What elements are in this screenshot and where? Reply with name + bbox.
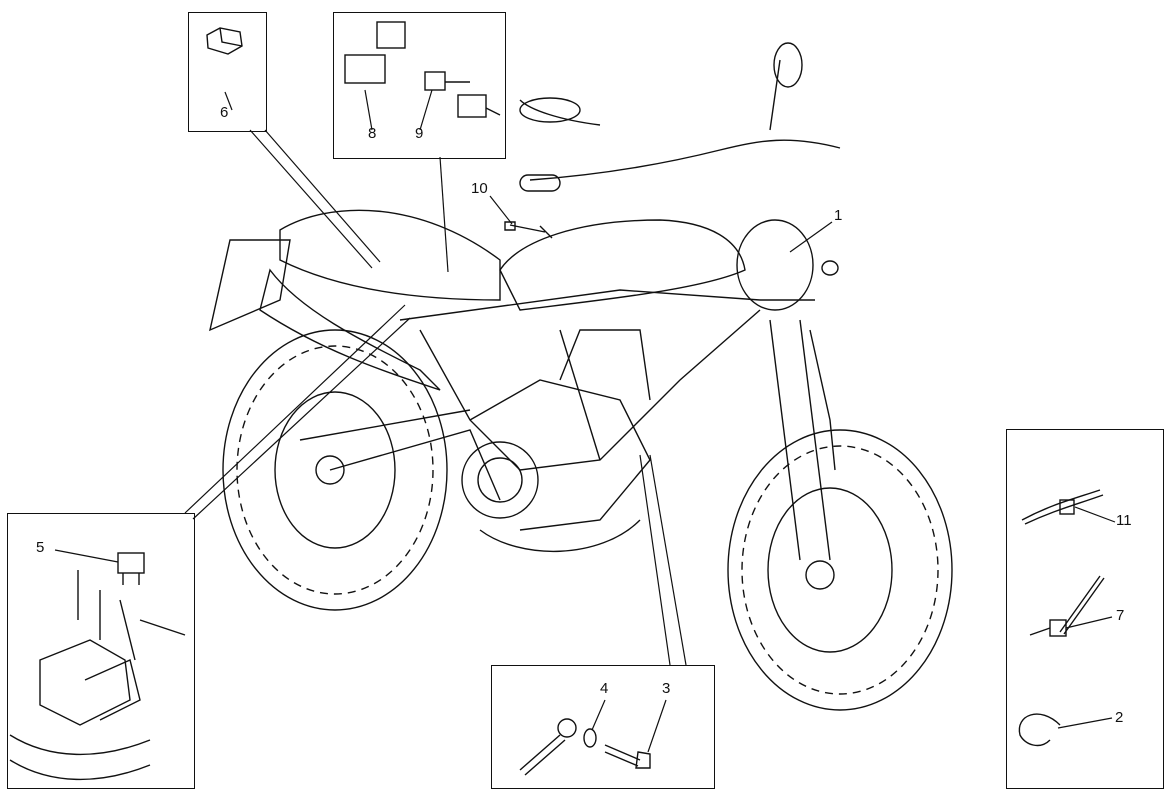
headlight — [736, 219, 814, 311]
engine — [461, 329, 651, 552]
front-fork — [760, 299, 836, 561]
callout-2: 2 — [1115, 709, 1124, 726]
inset-box-3-4 — [491, 665, 715, 789]
callout-9: 9 — [415, 125, 424, 142]
frame — [299, 289, 761, 501]
callout-4: 4 — [600, 680, 609, 697]
callout-8: 8 — [368, 125, 377, 142]
callout-7: 7 — [1116, 607, 1125, 624]
handlebar — [519, 42, 841, 192]
front-wheel — [727, 429, 953, 711]
leader-lines — [54, 89, 1116, 753]
relay-8-9-drawing — [344, 21, 501, 118]
seat — [279, 209, 501, 301]
terminal-10-drawing — [504, 221, 553, 239]
ground-bolt-drawing — [519, 718, 651, 776]
inset-box-6 — [188, 12, 267, 132]
inset-box-5 — [7, 513, 195, 789]
fuse-relay-5-drawing — [9, 552, 186, 781]
callout-3: 3 — [662, 680, 671, 697]
connector-6-drawing — [206, 27, 243, 55]
exhaust — [259, 268, 441, 391]
inset-box-2-7-11 — [1006, 429, 1164, 789]
inset-box-8-9 — [333, 12, 506, 159]
callout-11: 11 — [1116, 512, 1132, 529]
fuel-tank — [499, 219, 746, 311]
rear-wheel — [222, 329, 448, 611]
callout-1: 1 — [834, 207, 843, 224]
clips-drawing — [1018, 489, 1105, 747]
callout-10: 10 — [471, 180, 488, 197]
callout-6: 6 — [220, 104, 229, 121]
callout-5: 5 — [36, 539, 45, 556]
